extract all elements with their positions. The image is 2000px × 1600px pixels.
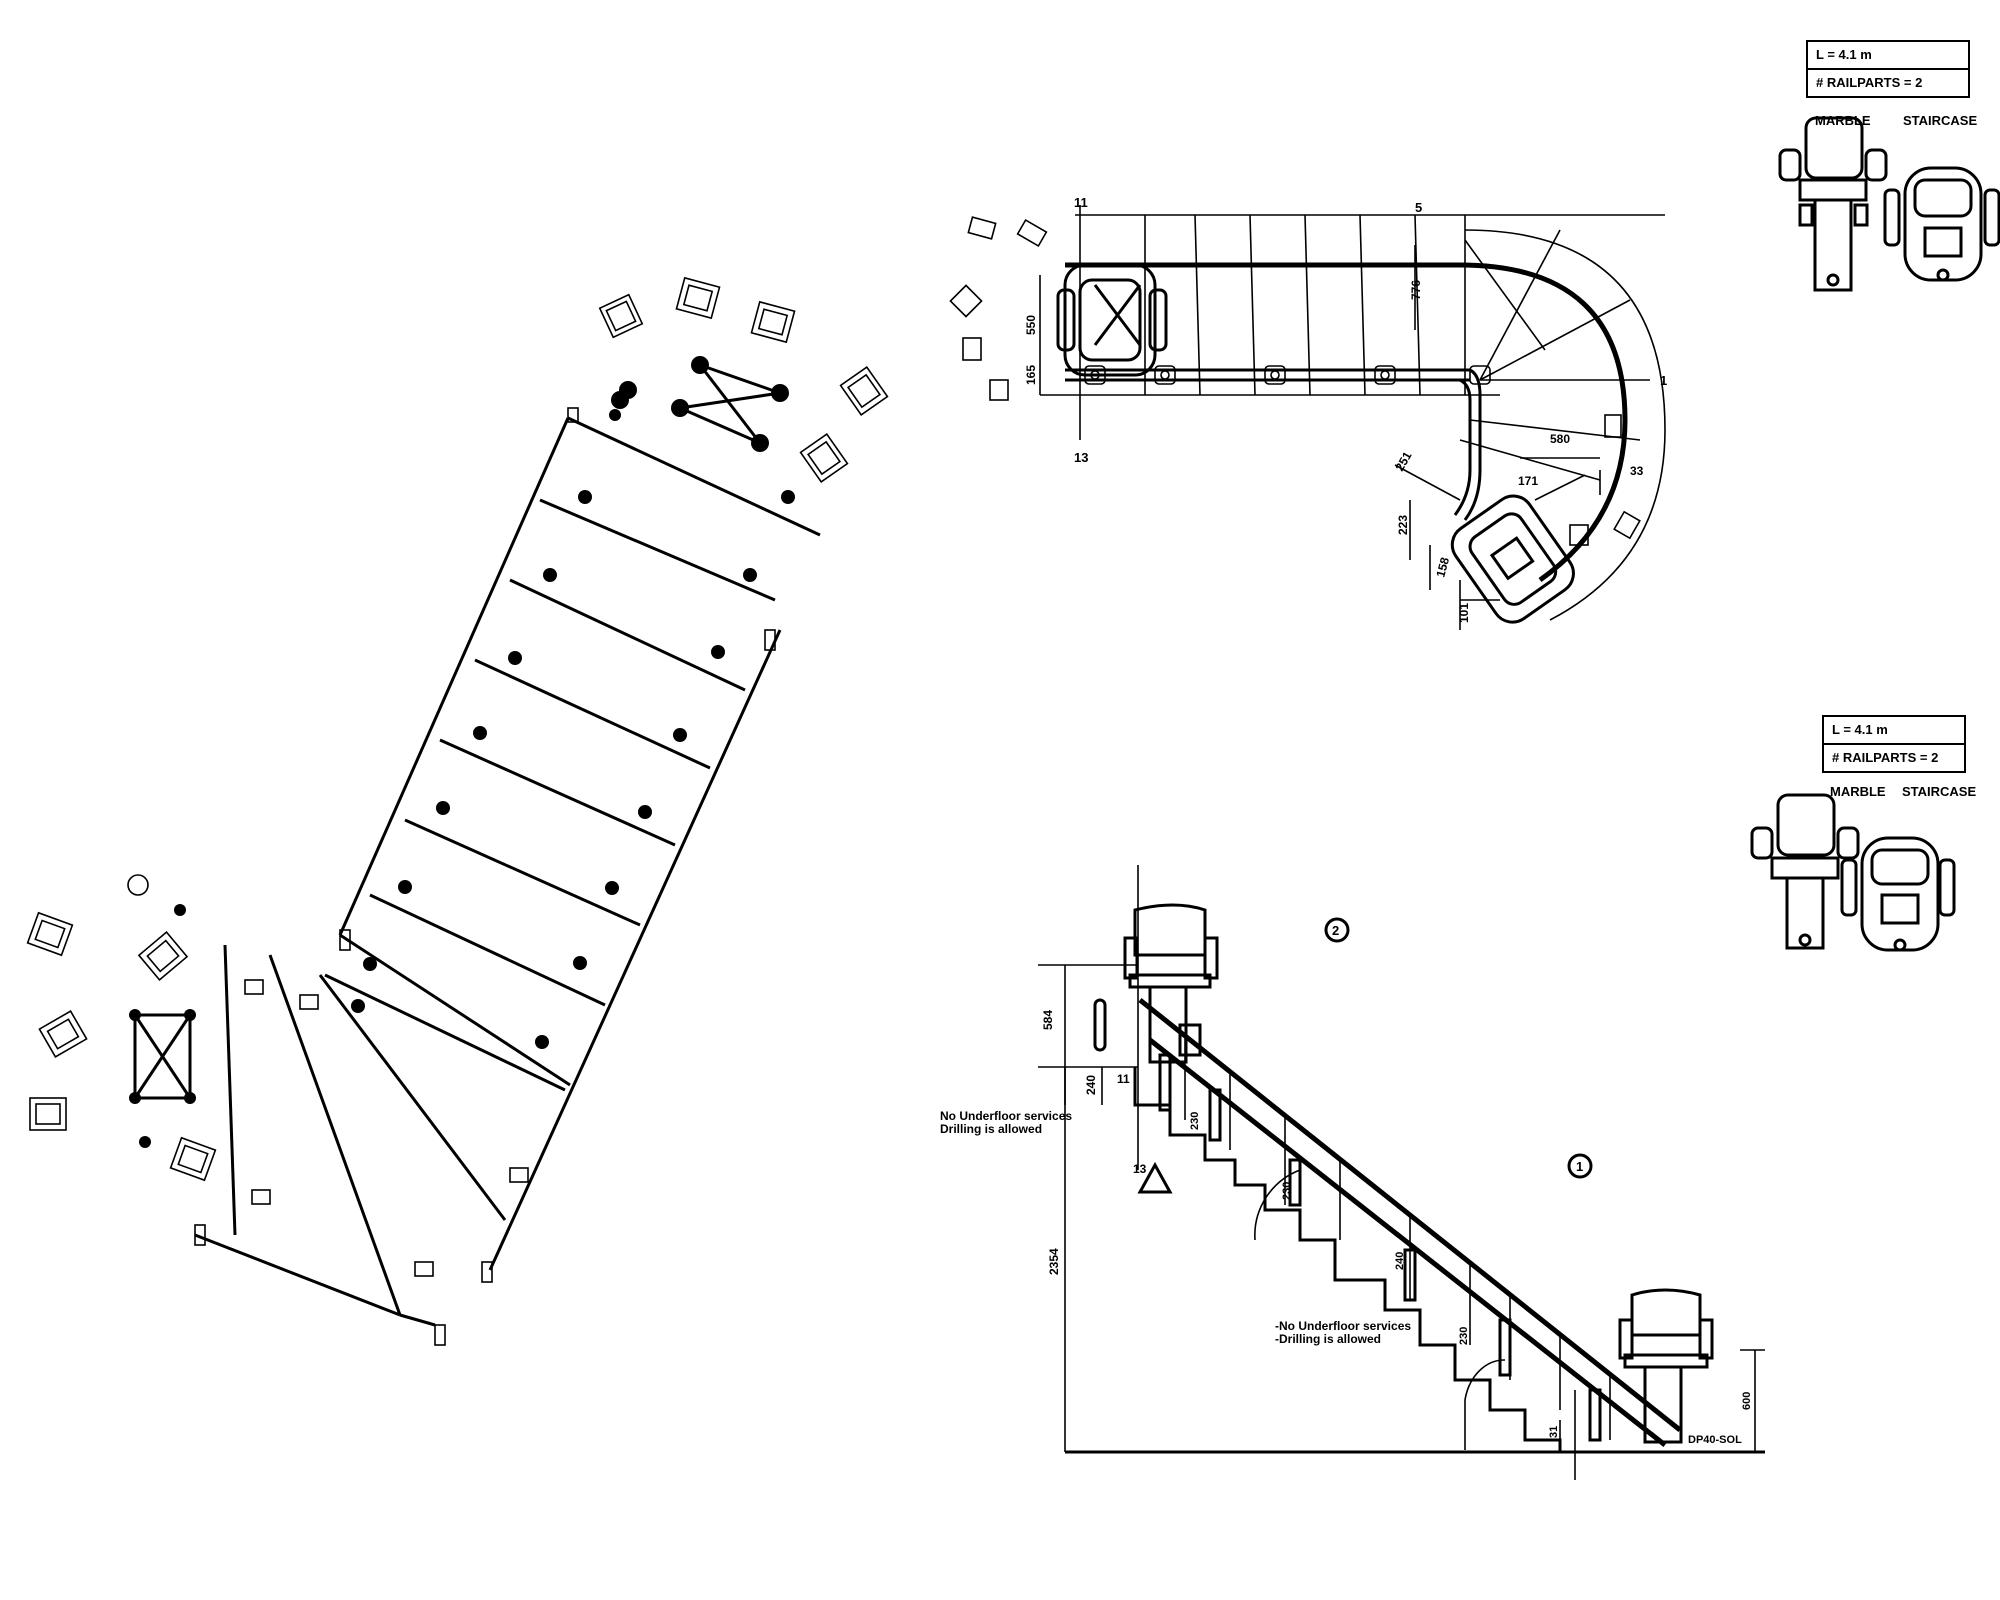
- dim-2354: 2354: [1047, 1248, 1061, 1275]
- chair-front-icon-2: [1750, 793, 1860, 950]
- dim-584: 584: [1041, 1010, 1055, 1030]
- dim-158: 158: [1433, 555, 1452, 578]
- label-marble-top: MARBLE: [1815, 113, 1871, 128]
- dim-1: 1: [1660, 373, 1667, 388]
- railparts-count-top: # RAILPARTS = 2: [1808, 68, 1968, 96]
- dim-550: 550: [1024, 315, 1038, 335]
- chair-top-icon-2: [1840, 836, 1956, 952]
- dim-251: 251: [1392, 449, 1414, 474]
- label-marble-side: MARBLE: [1830, 784, 1886, 799]
- top-view-drawing: 11 5 776 550 165 13 1 580 171 33 251 223…: [949, 116, 2000, 630]
- side-view-drawing: 2 1 584 240 11 2354 13 230 230 240 230 6…: [1038, 793, 1956, 1480]
- dim-580: 580: [1550, 432, 1570, 446]
- dim-776: 776: [1409, 280, 1423, 300]
- note-lower: -No Underfloor services -Drilling is all…: [1275, 1319, 1412, 1346]
- dim-230-b: 230: [1281, 1182, 1293, 1200]
- dim-13: 13: [1074, 450, 1088, 465]
- dim-240-b: 240: [1394, 1252, 1406, 1270]
- dim-240: 240: [1084, 1075, 1098, 1095]
- label-staircase-side: STAIRCASE: [1902, 784, 1977, 799]
- dim-31: 31: [1548, 1426, 1560, 1438]
- dim-230-c: 230: [1458, 1327, 1470, 1345]
- dim-600: 600: [1741, 1392, 1753, 1410]
- rail-length-top: L = 4.1 m: [1816, 47, 1872, 62]
- dim-5: 5: [1415, 200, 1422, 215]
- dim-11: 11: [1074, 195, 1088, 210]
- dim-165: 165: [1024, 365, 1038, 385]
- rail-length-side: L = 4.1 m: [1832, 722, 1888, 737]
- info-box-top: L = 4.1 m # RAILPARTS = 2: [1806, 40, 1970, 98]
- chair-front-icon: [1778, 116, 1888, 292]
- dim-33: 33: [1630, 464, 1644, 478]
- label-staircase-top: STAIRCASE: [1903, 113, 1978, 128]
- dim-13-side: 13: [1133, 1162, 1147, 1176]
- railparts-count-side: # RAILPARTS = 2: [1824, 743, 1964, 771]
- dim-101: 101: [1457, 603, 1471, 623]
- marker-2: 2: [1332, 923, 1339, 938]
- dim-230-a: 230: [1189, 1112, 1201, 1130]
- chair-top-icon: [1883, 166, 2000, 282]
- staircase-plan: [26, 276, 889, 1346]
- dim-11-side: 11: [1117, 1072, 1130, 1086]
- part-code: DP40-SOL: [1688, 1434, 1742, 1446]
- dim-223: 223: [1396, 515, 1410, 535]
- note-upper: No Underfloor services Drilling is allow…: [940, 1109, 1073, 1136]
- marker-1: 1: [1576, 1159, 1583, 1174]
- upper-chair-side: [1123, 903, 1219, 1064]
- lower-chair-side: [1618, 1288, 1714, 1444]
- info-box-side: L = 4.1 m # RAILPARTS = 2: [1822, 715, 1966, 773]
- dim-171: 171: [1518, 474, 1538, 488]
